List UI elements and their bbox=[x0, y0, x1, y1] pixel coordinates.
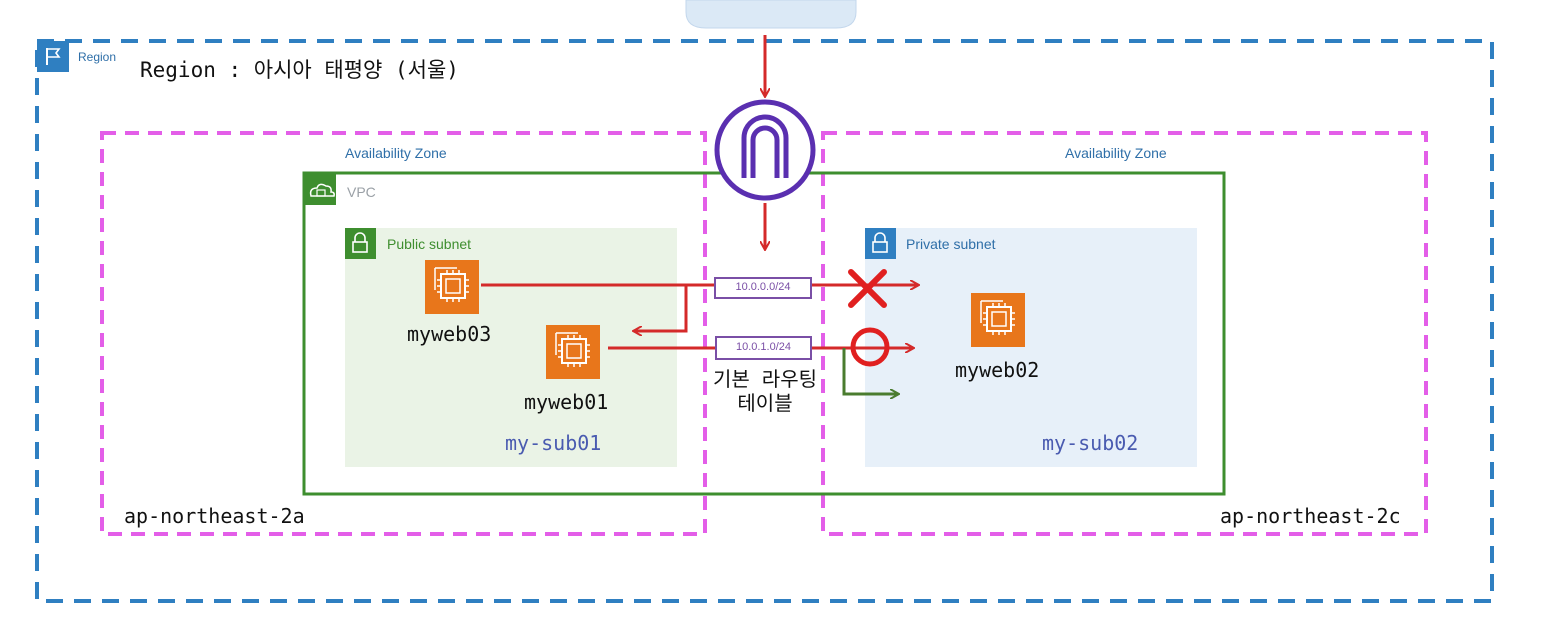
circle-mark-icon bbox=[850, 327, 890, 367]
vpc-label: VPC bbox=[347, 184, 376, 200]
public-subnet-label: Public subnet bbox=[387, 236, 472, 252]
ec2-chip-icon bbox=[970, 292, 1026, 348]
ec2-chip-icon bbox=[545, 324, 601, 380]
ec2-chip-icon bbox=[424, 259, 480, 315]
route-cidr-1: 10.0.0.0/24 bbox=[735, 281, 791, 293]
route-cidr-2: 10.0.1.0/24 bbox=[735, 341, 792, 353]
az-boundary-2c bbox=[821, 131, 1428, 536]
az-boundary-2a bbox=[100, 131, 707, 536]
flag-icon bbox=[37, 41, 69, 72]
route-table-label-line1: 기본 라우팅 bbox=[712, 367, 818, 391]
region-title: Region : 아시아 태평양 (서울) bbox=[140, 58, 459, 82]
az-name-2a: ap-northeast-2a bbox=[124, 504, 305, 528]
padlock-icon bbox=[865, 228, 896, 259]
region-tag: Region bbox=[78, 50, 117, 64]
az-label-2a: Availability Zone bbox=[345, 145, 447, 161]
x-mark-icon bbox=[848, 269, 887, 308]
az-name-2c: ap-northeast-2c bbox=[1220, 504, 1401, 528]
route-arrow-return bbox=[634, 285, 688, 331]
cidr-box-2 bbox=[715, 336, 812, 360]
route-table-label: 기본 라우팅 테이블 bbox=[700, 367, 830, 415]
route-arrow-local bbox=[842, 348, 898, 394]
subnet-name-my-sub02: my-sub02 bbox=[1042, 431, 1139, 455]
az-label-2c: Availability Zone bbox=[1065, 145, 1167, 161]
internet-cloud-icon bbox=[685, 0, 857, 29]
cidr-box-1 bbox=[714, 277, 812, 299]
subnet-name-my-sub01: my-sub01 bbox=[505, 431, 602, 455]
route-table-label-line2: 테이블 bbox=[737, 391, 793, 415]
private-subnet-label: Private subnet bbox=[906, 236, 996, 252]
padlock-icon bbox=[345, 228, 376, 259]
instance-myweb02: myweb02 bbox=[955, 358, 1040, 382]
private-subnet-area bbox=[865, 228, 1197, 467]
internet-gateway-icon bbox=[714, 99, 816, 201]
cloud-lock-icon bbox=[304, 173, 336, 205]
instance-myweb03: myweb03 bbox=[407, 322, 492, 346]
instance-myweb01: myweb01 bbox=[524, 390, 609, 414]
